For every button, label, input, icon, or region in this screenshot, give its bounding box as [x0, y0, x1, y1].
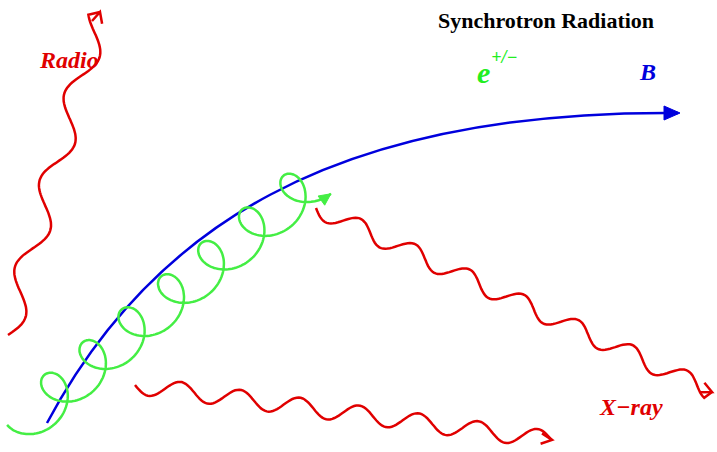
charge-superscript: +/−	[491, 48, 517, 66]
arrow-head	[664, 106, 680, 120]
arrow-head	[541, 433, 552, 443]
electron-helix	[7, 174, 331, 434]
wave-label: X−ray	[600, 395, 663, 419]
wave-label: Radio	[40, 48, 99, 72]
arrow-head	[700, 383, 712, 393]
field-label: B	[640, 60, 656, 84]
particle-label: e	[477, 58, 490, 88]
diagram-title: Synchrotron Radiation	[438, 10, 654, 32]
arrow-head	[318, 194, 331, 205]
field-line	[47, 113, 678, 423]
xray-wave	[316, 208, 712, 398]
arrow-head	[92, 12, 102, 24]
xray-wave	[135, 382, 552, 443]
radio-wave	[8, 12, 100, 335]
